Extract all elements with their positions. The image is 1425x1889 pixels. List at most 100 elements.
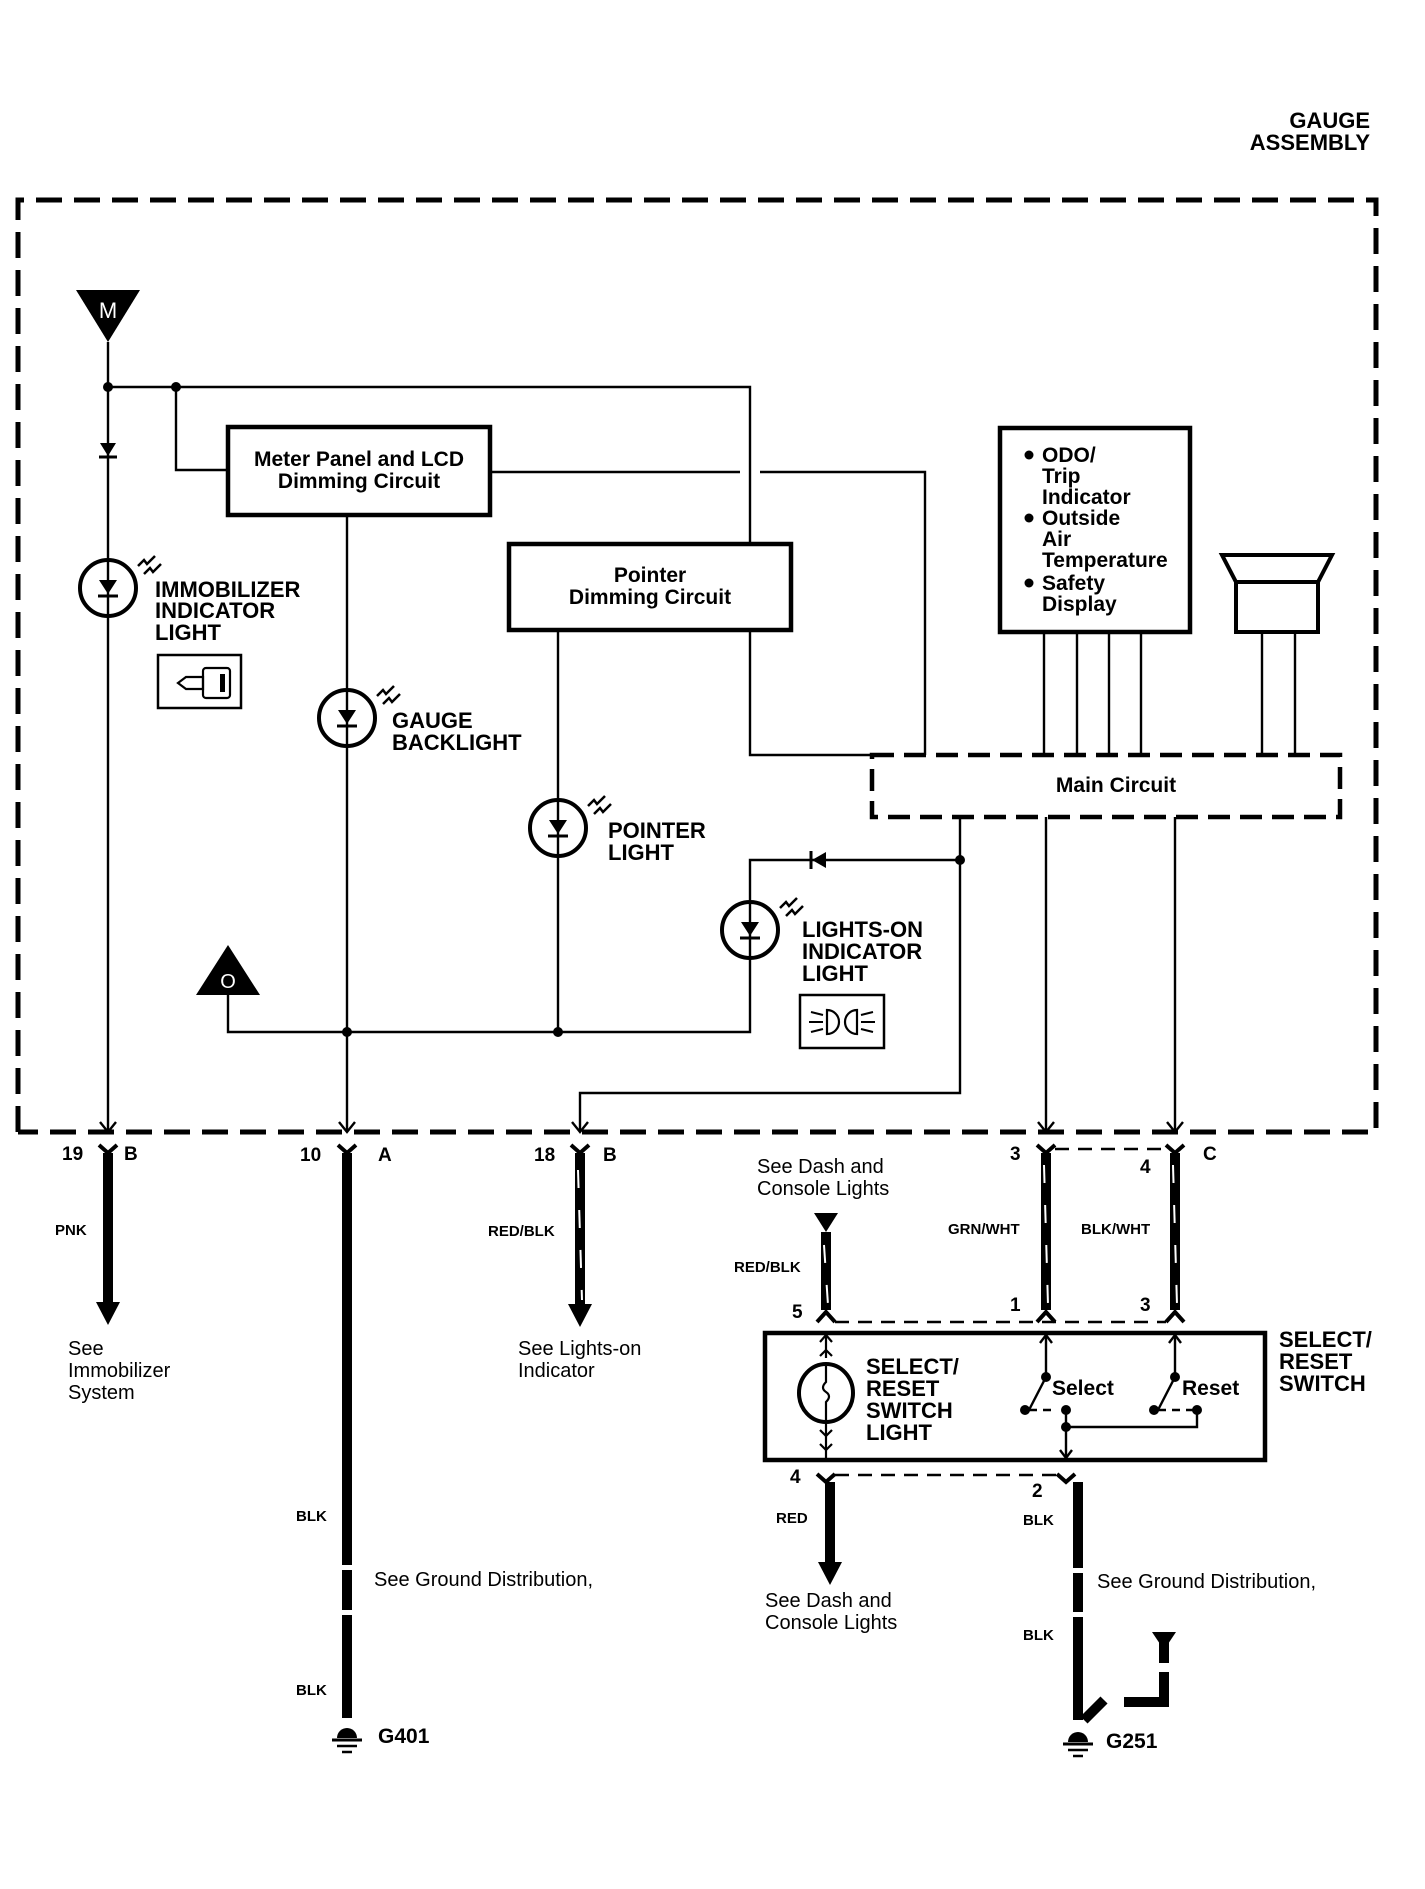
wires-display-to-main bbox=[1042, 632, 1143, 753]
svg-text:Air: Air bbox=[1042, 528, 1071, 551]
switch-pin-3: 3 bbox=[1140, 1295, 1151, 1316]
gauge-backlight-label-2: BACKLIGHT bbox=[392, 730, 522, 755]
conn-10-a: A bbox=[378, 1145, 392, 1166]
gauge-assembly-title-1: GAUGE bbox=[1289, 108, 1370, 133]
conn-18-b: B bbox=[603, 1145, 617, 1166]
wire-label-pnk: PNK bbox=[55, 1222, 87, 1239]
diode-icon bbox=[809, 851, 826, 869]
pin-10: 10 bbox=[300, 1145, 321, 1166]
switch-title-2: RESET bbox=[1279, 1349, 1353, 1374]
pointer-light-bulb-icon bbox=[528, 795, 612, 858]
switch-contact bbox=[1020, 1405, 1030, 1415]
svg-text:O: O bbox=[220, 971, 236, 993]
ground-g401: G401 bbox=[378, 1725, 430, 1748]
switch-contact bbox=[1041, 1372, 1051, 1382]
switch-contact bbox=[1192, 1405, 1202, 1415]
wire-lights-on bbox=[748, 858, 960, 900]
wire-main-to-lightson bbox=[578, 817, 962, 1132]
switch-light-label-1: SELECT/ bbox=[866, 1354, 959, 1379]
display-list: ODO/ Trip Indicator Outside Air Temperat… bbox=[1024, 444, 1168, 616]
svg-text:Temperature: Temperature bbox=[1042, 549, 1168, 572]
ref-lights-on-1: See Lights-on bbox=[518, 1338, 641, 1360]
switch-pin-4: 4 bbox=[790, 1467, 801, 1488]
wire-label-blk-3: BLK bbox=[1023, 1512, 1054, 1529]
pin-19: 19 bbox=[62, 1144, 83, 1165]
pointer-light-label-1: POINTER bbox=[608, 818, 706, 843]
wire-label-blk-wht: BLK/WHT bbox=[1081, 1221, 1150, 1238]
ground-g251: G251 bbox=[1106, 1730, 1158, 1753]
junction bbox=[103, 382, 113, 392]
conn-19-b: B bbox=[124, 1144, 138, 1165]
switch-pin-1: 1 bbox=[1010, 1295, 1021, 1316]
ref-ground-dist-1: See Ground Distribution, bbox=[374, 1569, 593, 1591]
svg-text:Outside: Outside bbox=[1042, 507, 1120, 530]
junction bbox=[955, 855, 965, 865]
wire-label-blk-1: BLK bbox=[296, 1508, 327, 1525]
svg-text:Indicator: Indicator bbox=[1042, 486, 1131, 509]
pointer-dimming-label-2: Dimming Circuit bbox=[569, 586, 731, 609]
switch-gnd-ref: See Ground Distribution, bbox=[1097, 1571, 1316, 1593]
display-module-box bbox=[997, 425, 1193, 635]
headlight-icon bbox=[798, 993, 886, 1050]
wire-label-blk-2: BLK bbox=[296, 1682, 327, 1699]
switch-contact bbox=[1149, 1405, 1159, 1415]
gauge-assembly-boundary bbox=[15, 197, 1379, 1135]
main-circuit-label: Main Circuit bbox=[1056, 774, 1176, 797]
wire-label-grn-wht: GRN/WHT bbox=[948, 1221, 1020, 1238]
switch-out-ref-2: Console Lights bbox=[765, 1612, 897, 1634]
buzzer-icon bbox=[1218, 553, 1336, 634]
junction bbox=[342, 1027, 352, 1037]
lights-on-label-2: INDICATOR bbox=[802, 939, 922, 964]
conn-c: C bbox=[1203, 1144, 1217, 1165]
ground-icon bbox=[332, 1728, 362, 1754]
key-icon bbox=[156, 653, 243, 710]
wire-meter-to-main bbox=[490, 470, 927, 755]
arrow-down-icon bbox=[818, 1562, 842, 1585]
main-circuit-box bbox=[869, 752, 1343, 820]
pointer-dimming-label-1: Pointer bbox=[614, 564, 686, 587]
svg-text:M: M bbox=[99, 298, 117, 323]
switch-pin-5: 5 bbox=[792, 1302, 803, 1323]
gauge-assembly-title-2: ASSEMBLY bbox=[1250, 130, 1371, 155]
lights-on-label-3: LIGHT bbox=[802, 961, 869, 986]
junction bbox=[1061, 1422, 1071, 1432]
svg-text:ODO/: ODO/ bbox=[1042, 444, 1096, 467]
arrow-down-icon bbox=[814, 1213, 838, 1232]
switch-title-3: SWITCH bbox=[1279, 1371, 1366, 1396]
arrow-down-icon bbox=[568, 1304, 592, 1327]
pointer-dimming-box bbox=[506, 541, 794, 633]
gauge-backlight-bulb-icon bbox=[317, 685, 401, 748]
wire-label-blk-4: BLK bbox=[1023, 1627, 1054, 1644]
switch-light-label-2: RESET bbox=[866, 1376, 940, 1401]
wire-label-red-blk: RED/BLK bbox=[488, 1223, 555, 1240]
connector-arrows bbox=[99, 1121, 1184, 1134]
diode-icon bbox=[99, 443, 117, 459]
ref-immobilizer-1: See bbox=[68, 1338, 104, 1360]
ref-lights-on-2: Indicator bbox=[518, 1360, 595, 1382]
svg-text:Display: Display bbox=[1042, 593, 1117, 616]
junction bbox=[553, 1027, 563, 1037]
ground-ref-o: O bbox=[196, 945, 260, 995]
switch-contact bbox=[1061, 1405, 1071, 1415]
switch-light-bulb-icon bbox=[797, 1333, 855, 1458]
wire-ground-bus bbox=[226, 958, 752, 1034]
pin-4: 4 bbox=[1140, 1157, 1151, 1178]
switch-light-label-4: LIGHT bbox=[866, 1420, 933, 1445]
pin-3: 3 bbox=[1010, 1144, 1021, 1165]
ref-immobilizer-3: System bbox=[68, 1382, 135, 1404]
wire-to-meter-panel bbox=[174, 387, 228, 472]
immobilizer-label-1: IMMOBILIZER bbox=[155, 577, 301, 602]
wire-label-red: RED bbox=[776, 1510, 808, 1527]
lights-on-bulb-icon bbox=[720, 897, 804, 960]
switch-out-ref-1: See Dash and bbox=[765, 1590, 892, 1612]
ground-icon bbox=[1063, 1732, 1093, 1758]
switch-top-connector bbox=[815, 1309, 1186, 1324]
pointer-light-label-2: LIGHT bbox=[608, 840, 675, 865]
wires-buzzer-to-main bbox=[1260, 632, 1297, 753]
switch-input-ref-1: See Dash and bbox=[757, 1156, 884, 1178]
wire-label-switch-input: RED/BLK bbox=[734, 1259, 801, 1276]
svg-text:Trip: Trip bbox=[1042, 465, 1081, 488]
gauge-backlight-label-1: GAUGE bbox=[392, 708, 473, 733]
reset-switch bbox=[1156, 1333, 1193, 1412]
